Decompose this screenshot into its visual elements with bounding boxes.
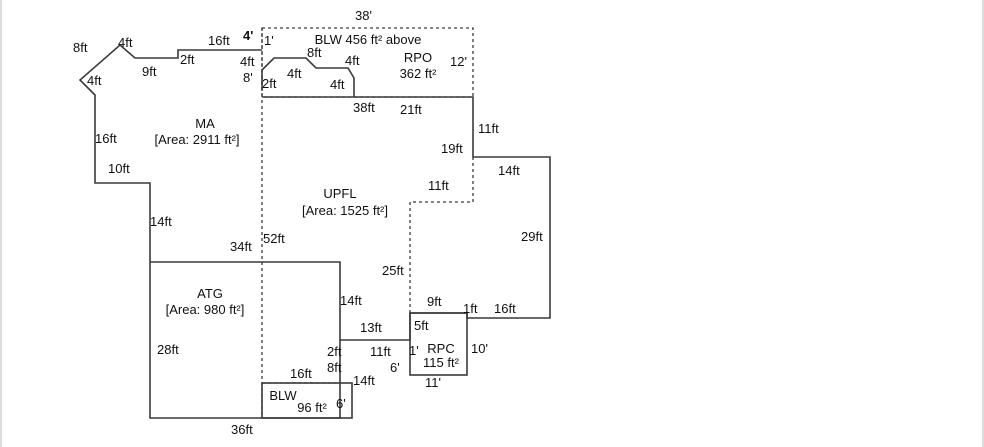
blw-top-outline xyxy=(261,27,474,98)
dim-label: 5ft xyxy=(414,318,429,333)
ma-name: MA xyxy=(195,116,215,131)
dim-label: 8ft xyxy=(307,45,322,60)
dim-label: 21ft xyxy=(400,102,422,117)
dim-label: 25ft xyxy=(382,263,404,278)
dim-label: 1' xyxy=(264,33,274,48)
blw-top-label: BLW 456 ft² above xyxy=(315,32,422,47)
rpc-area: 115 ft² xyxy=(423,355,460,370)
dim-label: 4ft xyxy=(330,77,345,92)
dim-label: 52ft xyxy=(263,231,285,246)
ma-area: [Area: 2911 ft²] xyxy=(154,132,239,147)
rpc-outline xyxy=(409,312,468,376)
blw-bottom-name: BLW xyxy=(269,388,297,403)
dim-label: 13ft xyxy=(360,320,382,335)
dim-label: 9ft xyxy=(427,294,442,309)
dim-label: 16ft xyxy=(208,33,230,48)
dim-label: 28ft xyxy=(157,342,179,357)
dim-label: 4ft xyxy=(345,53,360,68)
atg-name: ATG xyxy=(197,286,223,301)
dim-label: 4ft xyxy=(287,66,302,81)
rpo-wall xyxy=(261,57,355,97)
dim-label: 6' xyxy=(336,396,346,411)
ma-outline xyxy=(78,43,411,419)
dim-label: 4ft xyxy=(87,73,102,88)
dim-label: 11' xyxy=(425,375,441,390)
dim-label: 14ft xyxy=(498,163,520,178)
dim-label: 34ft xyxy=(230,239,252,254)
atg-area: [Area: 980 ft²] xyxy=(166,302,245,317)
dim-label: 11ft xyxy=(428,178,449,193)
rpc-name: RPC xyxy=(427,341,454,356)
dim-label: 8ft xyxy=(73,40,88,55)
dim-label: 16ft xyxy=(290,366,312,381)
dim-label: 12' xyxy=(450,54,467,69)
dim-label: 38ft xyxy=(353,100,375,115)
dim-label: 4ft xyxy=(240,54,255,69)
dim-label: 4ft xyxy=(118,35,133,50)
dim-label: 8ft xyxy=(327,360,342,375)
dim-label: 1ft xyxy=(463,301,478,316)
dim-label: 38' xyxy=(355,8,372,23)
rpo-area: 362 ft² xyxy=(400,66,438,81)
dim-label: 14ft xyxy=(150,214,172,229)
blw-bottom-area: 96 ft² xyxy=(297,400,327,415)
dim-label: 14ft xyxy=(340,293,362,308)
dim-label: 14ft xyxy=(353,373,375,388)
dim-label: 8' xyxy=(243,70,253,85)
upfl-area: [Area: 1525 ft²] xyxy=(302,203,388,218)
dim-label: 29ft xyxy=(521,229,543,244)
dim-label: 11ft xyxy=(478,121,499,136)
dim-label: 16ft xyxy=(95,131,117,146)
dim-label: 10' xyxy=(471,341,488,356)
dim-label: 36ft xyxy=(231,422,253,437)
dim-label: 16ft xyxy=(494,301,516,316)
dim-label: 2ft xyxy=(262,76,277,91)
dim-label: 1' xyxy=(409,343,419,358)
dim-label: 10ft xyxy=(108,161,130,176)
rpo-name: RPO xyxy=(404,50,432,65)
dim-label: 19ft xyxy=(441,141,463,156)
upfl-name: UPFL xyxy=(323,186,356,201)
dim-label: 11ft xyxy=(370,344,391,359)
atg-top-wall xyxy=(150,261,341,340)
dim-label: 9ft xyxy=(142,64,157,79)
dim-label: 2ft xyxy=(180,52,195,67)
dim-label: 6' xyxy=(390,360,400,375)
dim-label: 2ft xyxy=(327,344,342,359)
upfl-notch xyxy=(409,157,474,313)
dim-label: 4' xyxy=(243,28,253,43)
